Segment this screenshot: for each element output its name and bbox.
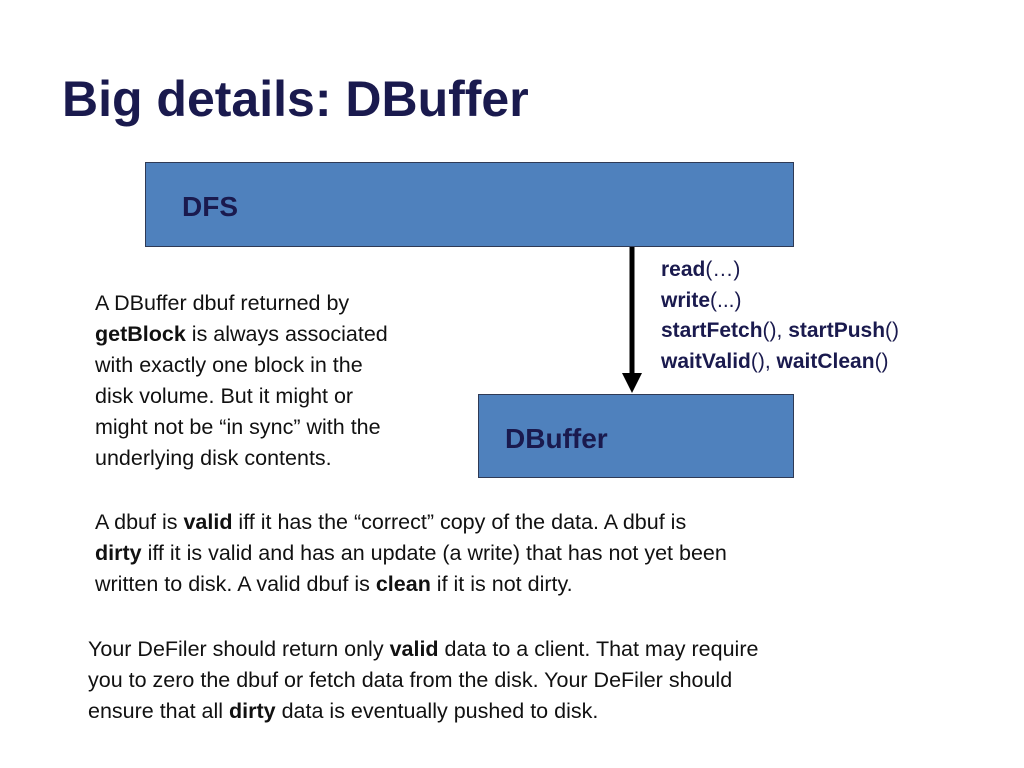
emphasized-term: valid xyxy=(389,637,439,661)
emphasized-term: getBlock xyxy=(95,322,186,346)
arrow-head xyxy=(622,373,642,393)
text-run: underlying disk contents. xyxy=(95,446,332,470)
slide-title: Big details: DBuffer xyxy=(62,71,529,127)
text-run: data to a client. That may require xyxy=(438,637,759,661)
definitions-paragraph: A dbuf is valid iff it has the “correct”… xyxy=(95,507,875,600)
text-run: A dbuf is xyxy=(95,510,184,534)
text-run: you to zero the dbuf or fetch data from … xyxy=(88,668,733,692)
paragraph-line: getBlock is always associated xyxy=(95,319,455,350)
text-run: written to disk. A valid dbuf is xyxy=(95,572,376,596)
text-run: () xyxy=(885,319,900,342)
emphasized-term: waitClean xyxy=(776,349,875,373)
dbuffer-box: DBuffer xyxy=(478,394,794,478)
paragraph-line: with exactly one block in the xyxy=(95,350,455,381)
paragraph-line: underlying disk contents. xyxy=(95,443,455,474)
operations-list: read(…)write(...)startFetch(), startPush… xyxy=(661,255,899,377)
text-run: data is eventually pushed to disk. xyxy=(275,699,599,723)
emphasized-term: clean xyxy=(375,572,431,596)
text-run: with exactly one block in the xyxy=(95,353,363,377)
requirements-paragraph: Your DeFiler should return only valid da… xyxy=(88,634,918,727)
text-run: () xyxy=(874,349,889,373)
text-run: iff it is valid and has an update (a wri… xyxy=(141,541,727,565)
operation-line: write(...) xyxy=(661,286,899,317)
emphasized-term: waitValid xyxy=(661,349,751,373)
paragraph-line: dirty iff it is valid and has an update … xyxy=(95,538,875,569)
association-paragraph: A DBuffer dbuf returned by getBlock is al… xyxy=(95,288,455,474)
text-run: iff it has the “correct” copy of the dat… xyxy=(232,510,687,534)
text-run: disk volume. But it might or xyxy=(95,384,354,408)
text-run: (…) xyxy=(705,258,741,281)
paragraph-line: you to zero the dbuf or fetch data from … xyxy=(88,665,918,696)
call-arrow xyxy=(622,247,642,393)
text-run: might not be “in sync” with the xyxy=(95,415,381,439)
text-run: Your DeFiler should return only xyxy=(88,637,390,661)
emphasized-term: dirty xyxy=(229,699,276,723)
paragraph-line: disk volume. But it might or xyxy=(95,381,455,412)
text-run: (...) xyxy=(710,288,742,312)
operation-line: startFetch(), startPush() xyxy=(661,316,899,347)
emphasized-term: startFetch xyxy=(661,319,763,342)
paragraph-line: A DBuffer dbuf returned by xyxy=(95,288,455,319)
dfs-box: DFS xyxy=(145,162,794,247)
emphasized-term: valid xyxy=(183,510,233,534)
paragraph-line: ensure that all dirty data is eventually… xyxy=(88,696,918,727)
text-run: A DBuffer dbuf returned by xyxy=(95,291,350,315)
paragraph-line: might not be “in sync” with the xyxy=(95,412,455,443)
dbuffer-box-label: DBuffer xyxy=(505,423,608,454)
dfs-box-label: DFS xyxy=(182,191,238,222)
operation-line: waitValid(), waitClean() xyxy=(661,347,899,378)
text-run: (), xyxy=(762,319,789,342)
emphasized-term: write xyxy=(661,288,711,312)
emphasized-term: read xyxy=(661,258,706,281)
operation-line: read(…) xyxy=(661,255,899,286)
text-run: is always associated xyxy=(185,322,388,346)
emphasized-term: dirty xyxy=(95,541,142,565)
text-run: (), xyxy=(750,349,777,373)
paragraph-line: written to disk. A valid dbuf is clean i… xyxy=(95,569,875,600)
emphasized-term: startPush xyxy=(788,319,886,342)
paragraph-line: A dbuf is valid iff it has the “correct”… xyxy=(95,507,875,538)
paragraph-line: Your DeFiler should return only valid da… xyxy=(88,634,918,665)
text-run: if it is not dirty. xyxy=(430,572,573,596)
text-run: ensure that all xyxy=(88,699,230,723)
